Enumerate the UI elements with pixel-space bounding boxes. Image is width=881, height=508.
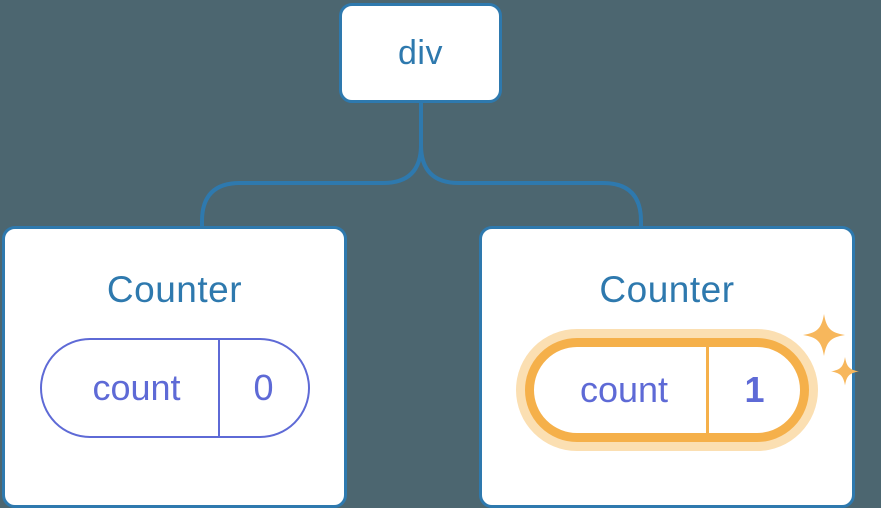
state-pill-left[interactable]: count 0 <box>39 338 310 438</box>
state-pill-right[interactable]: count 1 <box>525 314 859 442</box>
state-name-label: count <box>579 369 669 410</box>
edge-root-to-right-child <box>419 103 643 228</box>
edge-root-to-left-child <box>200 103 423 228</box>
node-counter-right-title: Counter <box>599 269 735 310</box>
component-tree-diagram: div Counter count 0 Counter count 1 <box>2 3 859 508</box>
sparkle-large-icon <box>803 314 845 356</box>
node-counter-left-title: Counter <box>106 269 243 310</box>
node-counter-left[interactable]: Counter count 0 <box>2 226 347 508</box>
sparkles-icon <box>803 314 859 386</box>
sparkle-small-icon <box>831 357 859 386</box>
node-div[interactable]: div <box>339 3 502 103</box>
node-counter-right[interactable]: Counter count 1 <box>479 226 859 508</box>
state-value-label: 1 <box>706 347 800 433</box>
state-name-label: count <box>92 367 181 408</box>
state-value-label: 0 <box>217 340 308 436</box>
node-div-label: div <box>398 34 443 72</box>
